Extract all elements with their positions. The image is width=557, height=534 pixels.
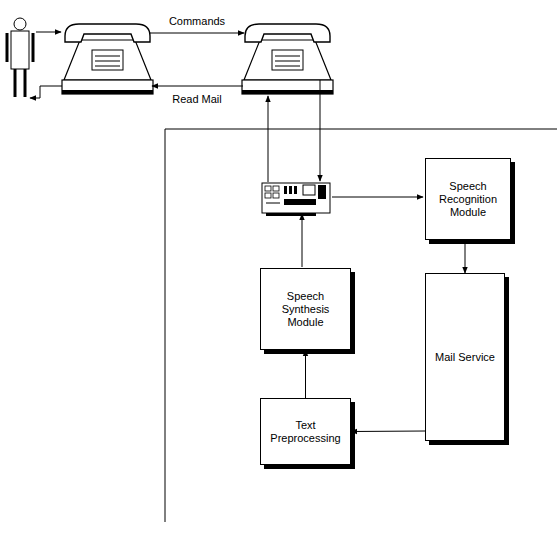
card-board (262, 183, 330, 213)
box-label: Speech Synthesis Module (261, 290, 350, 329)
voice-line (30, 86, 62, 98)
box-label: Mail Service (431, 351, 499, 364)
card-chip (284, 199, 316, 205)
box-label: Speech Recognition Module (426, 180, 510, 219)
person-body (11, 31, 29, 69)
board-wire (320, 80, 321, 181)
card-chip (284, 186, 287, 194)
board-wire (332, 197, 423, 198)
process-box: Speech Synthesis Module (260, 268, 351, 350)
signal-label: Commands (167, 15, 227, 28)
telephony-card (262, 183, 330, 216)
telephone (62, 24, 153, 94)
person-icon (7, 18, 33, 97)
process-box: Text Preprocessing (260, 398, 351, 465)
flow-arrow (465, 240, 466, 273)
process-box: Mail Service (425, 273, 505, 441)
commands-line (150, 33, 244, 34)
person-head (14, 18, 26, 30)
person-leg (14, 69, 17, 97)
system-boundary (165, 129, 557, 522)
process-box: Speech Recognition Module (425, 158, 511, 240)
card-chip (265, 193, 271, 198)
card-chip (294, 186, 297, 194)
person-arm (32, 33, 35, 62)
person-arm (6, 33, 9, 62)
card-chip (303, 185, 315, 195)
card-chip (265, 186, 271, 191)
flow-arrow (351, 431, 425, 433)
signal-label: Read Mail (170, 93, 224, 106)
voice-line (36, 32, 61, 33)
card-chip (273, 193, 279, 198)
card-chip (273, 186, 279, 191)
board-wire (268, 96, 269, 182)
flow-arrow (305, 350, 306, 398)
board-wire (302, 214, 303, 267)
read-mail-line (152, 86, 243, 87)
telephone (242, 24, 333, 94)
card-edge (266, 213, 316, 216)
person-leg (24, 69, 27, 97)
card-chip (289, 186, 292, 194)
card-trace (266, 203, 280, 204)
box-label: Text Preprocessing (261, 419, 350, 445)
card-connector (318, 185, 326, 199)
